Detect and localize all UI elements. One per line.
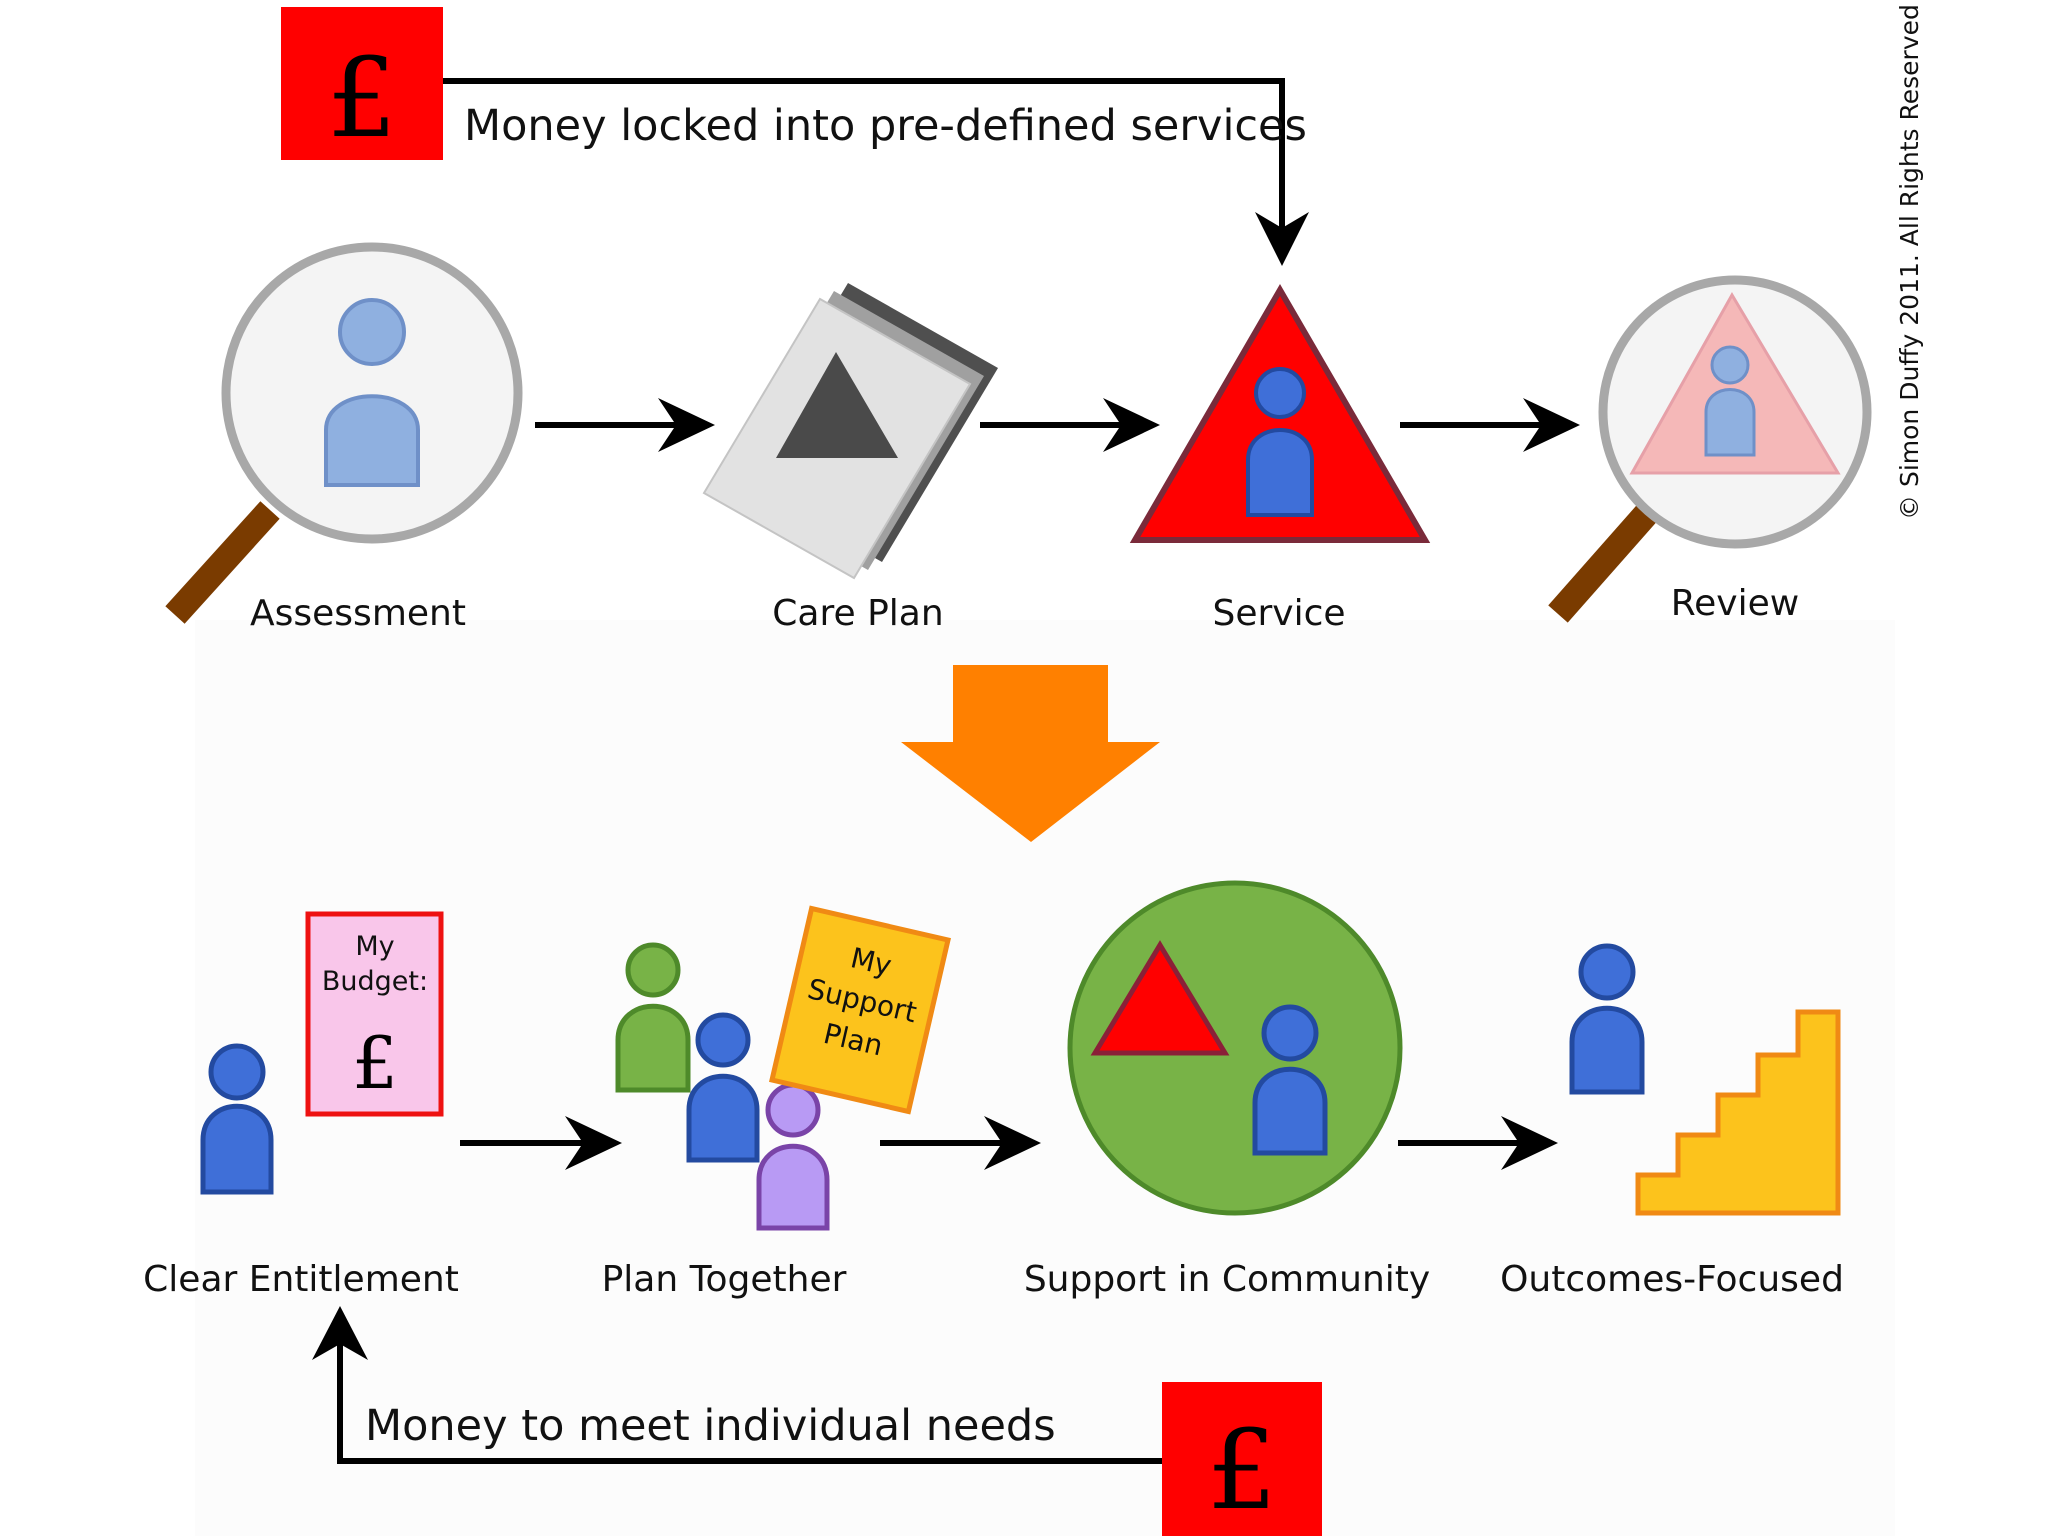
assessment-magnifier-icon	[165, 242, 523, 624]
top-money-label: Money locked into pre-defined services	[464, 101, 1307, 151]
arrowhead-community	[984, 1116, 1041, 1170]
support-in-community-label: Support in Community	[1024, 1259, 1430, 1300]
top-pound-symbol: £	[327, 34, 397, 162]
service-label: Service	[1212, 593, 1345, 634]
support-in-community-icon	[1067, 880, 1403, 1216]
plan-together-label: Plan Together	[602, 1259, 847, 1300]
outcomes-focused-icon	[1569, 943, 1841, 1216]
bottom-money-label: Money to meet individual needs	[365, 1401, 1056, 1451]
top-money-arrowhead	[1255, 212, 1309, 266]
plan-together-people-icon	[615, 942, 830, 1231]
clear-entitlement-label: Clear Entitlement	[143, 1259, 459, 1300]
arrowhead-review	[1523, 398, 1580, 452]
top-money-arrow	[443, 78, 1285, 258]
my-support-plan-card: My Support Plan	[769, 905, 951, 1115]
top-money-box: £	[281, 7, 443, 162]
my-budget-card: My Budget: £	[305, 911, 444, 1117]
care-plan-document-icon	[702, 283, 998, 580]
arrowhead-plan-together	[565, 1116, 622, 1170]
budget-card-line2: Budget:	[322, 966, 428, 997]
bottom-money-arrow	[337, 1320, 1162, 1464]
care-plan-label: Care Plan	[772, 593, 943, 634]
budget-card-pound: £	[352, 1021, 398, 1105]
assessment-label: Assessment	[250, 593, 466, 634]
review-label: Review	[1671, 583, 1799, 624]
bottom-money-arrowhead	[312, 1306, 368, 1360]
clear-entitlement-person-icon	[200, 1043, 274, 1195]
bottom-pound-symbol: £	[1207, 1406, 1277, 1534]
review-magnifier-icon	[1548, 275, 1872, 623]
arrowhead-outcomes	[1501, 1116, 1558, 1170]
service-triangle-icon	[1129, 284, 1431, 543]
outcomes-focused-label: Outcomes-Focused	[1500, 1259, 1844, 1300]
transition-arrow-icon	[901, 665, 1160, 842]
copyright-text: © Simon Duffy 2011. All Rights Reserved	[1895, 4, 1924, 520]
budget-card-line1: My	[355, 931, 394, 962]
arrowhead-service	[1103, 398, 1160, 452]
bottom-money-box: £	[1162, 1382, 1322, 1536]
arrowhead-careplan	[658, 398, 715, 452]
